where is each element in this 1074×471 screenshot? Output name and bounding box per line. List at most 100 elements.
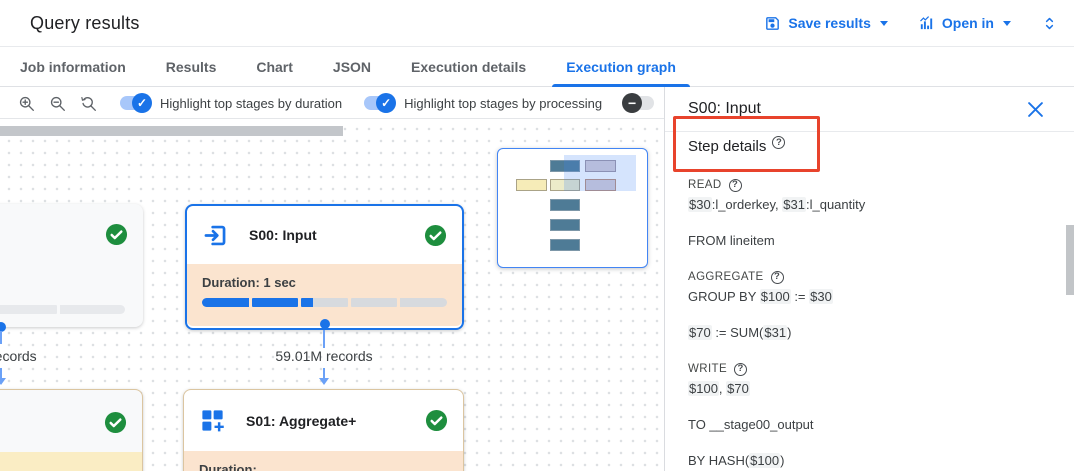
code-line: $30:l_orderkey, $31:l_quantity (688, 197, 866, 212)
panel-block: TO __stage00_output (688, 415, 1034, 435)
variable-chip: $100 (759, 289, 791, 304)
duration-bar-segment (202, 298, 249, 307)
caret-down-icon (1003, 20, 1011, 26)
processing-toggle-label: Highlight top stages by processing (404, 95, 603, 111)
completed-check-icon (424, 224, 447, 246)
code-line: GROUP BY $100 := $30 (688, 289, 833, 304)
stage-node-bottom-left[interactable] (0, 389, 143, 471)
panel-scrollbar[interactable] (1066, 225, 1074, 295)
minimap-node (550, 160, 580, 172)
duration-section: Duration: 1 sec (187, 264, 462, 326)
help-icon[interactable]: ? (734, 362, 748, 376)
page-title: Query results (30, 12, 140, 33)
duration-section (0, 452, 142, 471)
save-results-button[interactable]: Save results (764, 15, 888, 32)
tab-execution-graph[interactable]: Execution graph (552, 47, 690, 87)
save-icon (766, 16, 780, 30)
open-in-button[interactable]: Open in (918, 15, 1011, 32)
completed-check-icon (105, 223, 128, 246)
duration-label: Duration: (199, 462, 257, 471)
toggle-check-icon: ✓ (132, 93, 152, 113)
section-label: WRITE? (688, 359, 1034, 379)
save-results-label: Save results (788, 15, 871, 31)
completed-check-icon (425, 409, 448, 432)
highlight-processing-toggle[interactable]: ✓ (364, 93, 397, 113)
panel-block: FROM lineitem (688, 231, 1034, 251)
edge-line (0, 331, 2, 344)
dark-toggle-group: − (613, 93, 665, 113)
minimap-node (550, 239, 580, 251)
minimap-node (550, 179, 580, 191)
toggle-check-icon: ✓ (376, 93, 397, 113)
horizontal-scrollbar[interactable] (0, 126, 343, 136)
tab-job-information[interactable]: Job information (20, 58, 126, 75)
unfold-panel-icon[interactable] (1041, 15, 1058, 32)
duration-bar (202, 298, 447, 307)
variable-chip: $70 (726, 381, 750, 396)
help-icon[interactable]: ? (770, 270, 784, 284)
close-icon[interactable] (1028, 102, 1043, 117)
stage-node-s00[interactable]: S00: Input Duration: 1 sec (185, 204, 464, 330)
duration-toggle-group: ✓ Highlight top stages by duration (109, 93, 353, 113)
panel-title: S00: Input (688, 100, 761, 117)
highlight-duration-toggle[interactable]: ✓ (120, 93, 152, 113)
graph-minimap[interactable] (497, 148, 648, 268)
tab-chart[interactable]: Chart (256, 58, 293, 75)
panel-block: BY HASH($100) (688, 451, 1034, 471)
minimap-node (550, 219, 580, 231)
query-results-header: Query results Save results Open in (0, 0, 1074, 46)
duration-bar-segment (301, 298, 348, 307)
panel-block: WRITE? $100, $70 (688, 359, 1034, 399)
edge-line (0, 368, 2, 379)
off-toggle[interactable]: − (622, 93, 655, 113)
duration-section: Duration: (184, 451, 463, 471)
output-connector-dot (0, 322, 6, 332)
duration-bar-segment (251, 298, 299, 307)
minimap-node (585, 160, 616, 172)
code-line: BY HASH($100) (688, 453, 785, 468)
variable-chip: $100 (749, 453, 781, 468)
tab-results[interactable]: Results (165, 58, 217, 75)
input-icon (204, 225, 226, 245)
minimap-node (585, 179, 616, 191)
node-header: S00: Input (187, 206, 462, 264)
processing-toggle-group: ✓ Highlight top stages by processing (353, 93, 613, 113)
minimap-viewport[interactable] (564, 155, 636, 191)
section-label: AGGREGATE? (688, 267, 1034, 287)
open-in-label: Open in (941, 15, 994, 31)
tab-execution-details[interactable]: Execution details (411, 58, 527, 75)
edge-line (323, 330, 325, 348)
zoom-in-icon[interactable] (18, 95, 35, 112)
duration-label: Duration: 1 sec (202, 275, 296, 290)
variable-chip: $30 (809, 289, 833, 304)
minimap-node (550, 199, 580, 211)
tab-json[interactable]: JSON (332, 58, 372, 75)
completed-check-icon (104, 411, 127, 434)
zoom-reset-icon[interactable] (80, 95, 97, 112)
variable-chip: $31 (763, 325, 788, 340)
duration-toggle-label: Highlight top stages by duration (160, 95, 343, 111)
help-icon[interactable]: ? (772, 136, 786, 149)
panel-block: AGGREGATE? GROUP BY $100 := $30 (688, 267, 1034, 307)
panel-block: $70 := SUM($31) (688, 323, 1034, 343)
duration-bar-segment (400, 298, 447, 307)
zoom-controls (0, 95, 109, 112)
results-tab-bar: Job information Results Chart JSON Execution… (0, 46, 1074, 87)
help-icon[interactable]: ? (728, 178, 742, 192)
caret-down-icon (879, 20, 888, 26)
variable-chip: $100 (688, 381, 719, 396)
step-details-label: Step details (688, 138, 767, 155)
stage-node-s01[interactable]: S01: Aggregate+ Duration: (183, 389, 464, 471)
code-line: $100, $70 (688, 381, 750, 396)
variable-chip: $70 (688, 325, 712, 340)
code-line: $70 := SUM($31) (688, 325, 792, 340)
variable-chip: $31 (782, 197, 806, 212)
minimap-node (516, 179, 547, 191)
panel-block: READ?$30:l_orderkey, $31:l_quantity (688, 175, 1034, 215)
stage-node-left[interactable] (0, 204, 143, 327)
code-line: TO __stage00_output (688, 417, 814, 432)
zoom-out-icon[interactable] (49, 95, 66, 112)
execution-graph-canvas[interactable]: S00: Input Duration: 1 sec 59.01M record… (0, 119, 664, 471)
edge-arrowhead-icon (319, 378, 329, 385)
